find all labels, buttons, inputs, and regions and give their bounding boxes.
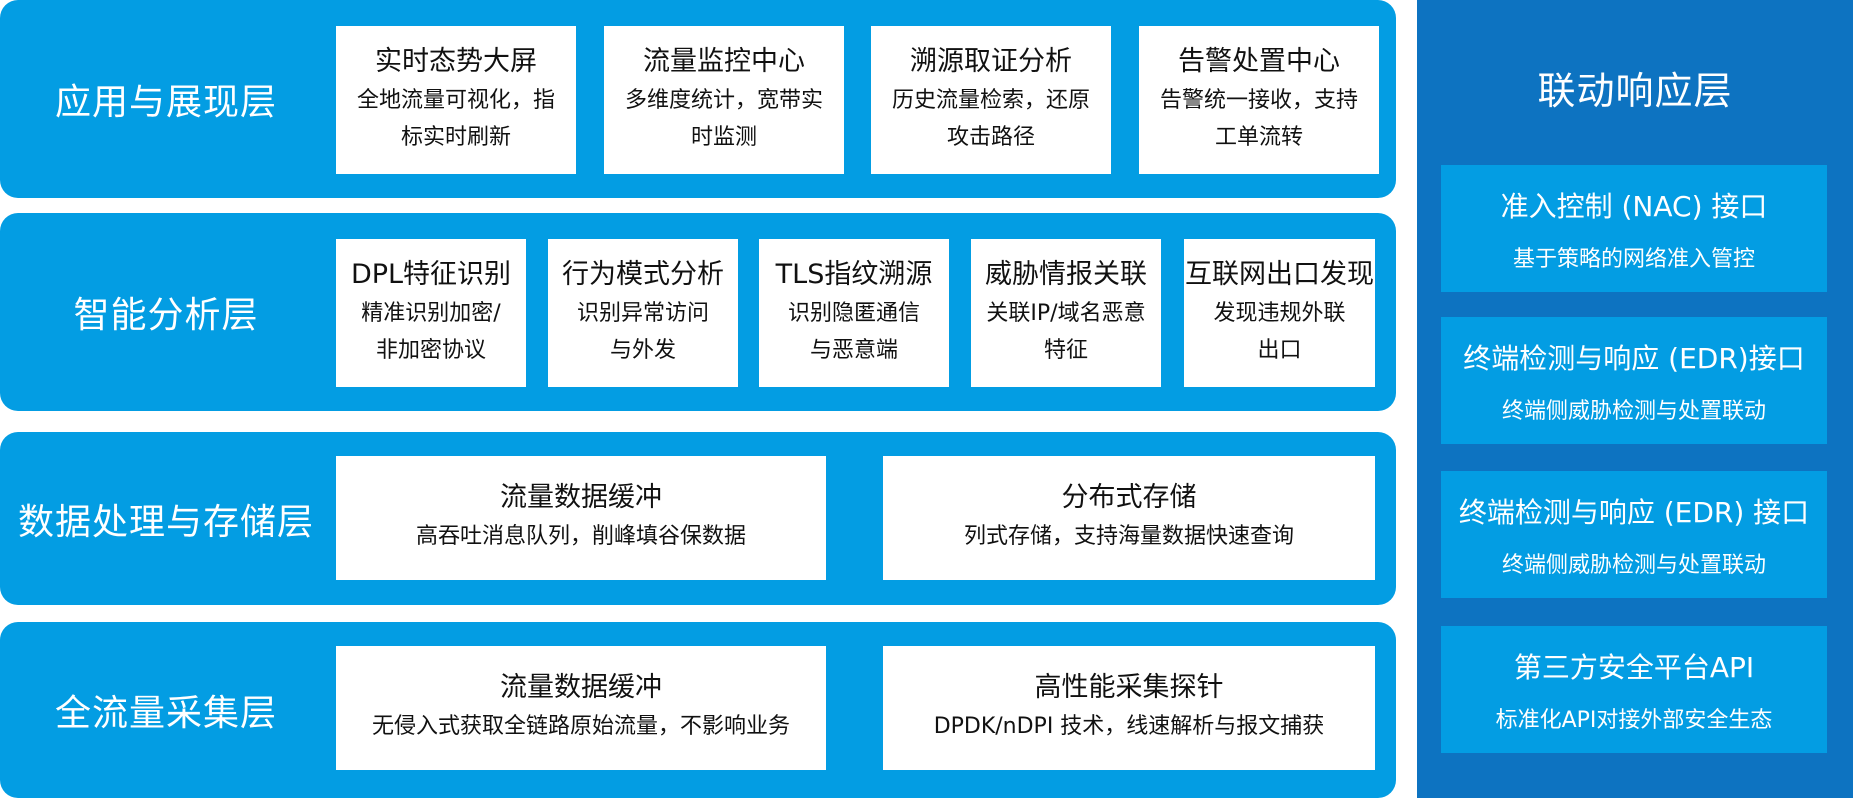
card-distributed-storage: 分布式存储 列式存储，支持海量数据快速查询	[883, 456, 1375, 580]
rcard-desc: 终端侧威胁检测与处置联动	[1501, 552, 1766, 578]
card-desc: 关联IP/域名恶意特征	[986, 301, 1146, 363]
rcard-desc: 基于策略的网络准入管控	[1512, 246, 1755, 272]
card-title: 高性能采集探针	[1034, 672, 1224, 704]
response-panel: 联动响应层 准入控制 (NAC) 接口 基于策略的网络准入管控 终端检测与响应 …	[1417, 0, 1853, 798]
layer-title: 应用与展现层	[54, 82, 277, 123]
third-party-api-card: 第三方安全平台API 标准化API对接外部安全生态	[1441, 626, 1827, 753]
card-alert-center: 告警处置中心 告警统一接收，支持工单流转	[1139, 26, 1379, 174]
edr-interface-card-2: 终端检测与响应 (EDR) 接口 终端侧威胁检测与处置联动	[1441, 471, 1827, 598]
card-title: TLS指纹溯源	[775, 259, 933, 291]
card-traffic-monitor: 流量监控中心 多维度统计，宽带实时监测	[604, 26, 844, 174]
card-desc: 识别异常访问与外发	[576, 301, 709, 363]
card-data-buffer: 流量数据缓冲 高吞吐消息队列，削峰填谷保数据	[336, 456, 826, 580]
card-title: 溯源取证分析	[910, 46, 1072, 78]
card-title: 实时态势大屏	[375, 46, 537, 78]
edr-interface-card: 终端检测与响应 (EDR)接口 终端侧威胁检测与处置联动	[1441, 317, 1827, 444]
card-desc: 多维度统计，宽带实时监测	[624, 88, 823, 150]
card-tls-fingerprint: TLS指纹溯源 识别隐匿通信与恶意端	[759, 239, 949, 387]
card-title: 行为模式分析	[562, 259, 724, 291]
rcard-title: 终端检测与响应 (EDR)接口	[1463, 341, 1805, 375]
nac-interface-card: 准入控制 (NAC) 接口 基于策略的网络准入管控	[1441, 165, 1827, 292]
card-title: 流量数据缓冲	[500, 482, 662, 514]
rcard-title: 终端检测与响应 (EDR) 接口	[1458, 495, 1810, 529]
card-desc: 识别隐匿通信与恶意端	[787, 301, 920, 363]
rcard-title: 第三方安全平台API	[1513, 650, 1755, 684]
response-title: 联动响应层	[1537, 69, 1733, 113]
card-desc: 无侵入式获取全链路原始流量，不影响业务	[371, 714, 790, 740]
card-behavior-analysis: 行为模式分析 识别异常访问与外发	[548, 239, 738, 387]
card-realtime-dashboard: 实时态势大屏 全地流量可视化，指标实时刷新	[336, 26, 576, 174]
rcard-desc: 终端侧威胁检测与处置联动	[1501, 398, 1766, 424]
card-title: 互联网出口发现	[1185, 259, 1374, 291]
card-dpl-recognition: DPL特征识别 精准识别加密/非加密协议	[336, 239, 526, 387]
card-desc: 告警统一接收，支持工单流转	[1159, 88, 1358, 150]
card-traffic-buffer: 流量数据缓冲 无侵入式获取全链路原始流量，不影响业务	[336, 646, 826, 770]
card-desc: 发现违规外联出口	[1213, 301, 1346, 363]
card-title: 威胁情报关联	[985, 259, 1147, 291]
card-capture-probe: 高性能采集探针 DPDK/nDPI 技术，线速解析与报文捕获	[883, 646, 1375, 770]
layer-analysis: 智能分析层 DPL特征识别 精准识别加密/非加密协议 行为模式分析 识别异常访问…	[0, 213, 1396, 411]
card-desc: DPDK/nDPI 技术，线速解析与报文捕获	[933, 714, 1325, 740]
card-desc: 高吞吐消息队列，削峰填谷保数据	[415, 524, 746, 550]
layer-title: 智能分析层	[73, 295, 259, 336]
layer-title: 全流量采集层	[54, 693, 277, 734]
card-threat-intel: 威胁情报关联 关联IP/域名恶意特征	[971, 239, 1161, 387]
card-forensics: 溯源取证分析 历史流量检索，还原攻击路径	[871, 26, 1111, 174]
card-title: 流量数据缓冲	[500, 672, 662, 704]
card-title: 分布式存储	[1061, 482, 1197, 514]
layer-title: 数据处理与存储层	[17, 501, 314, 543]
layer-application: 应用与展现层 实时态势大屏 全地流量可视化，指标实时刷新 流量监控中心 多维度统…	[0, 0, 1396, 198]
card-desc: 列式存储，支持海量数据快速查询	[963, 524, 1294, 550]
layer-storage: 数据处理与存储层 流量数据缓冲 高吞吐消息队列，削峰填谷保数据 分布式存储 列式…	[0, 432, 1396, 605]
card-title: 流量监控中心	[643, 46, 805, 78]
card-internet-exit: 互联网出口发现 发现违规外联出口	[1184, 239, 1375, 387]
card-desc: 历史流量检索，还原攻击路径	[891, 88, 1090, 150]
card-desc: 全地流量可视化，指标实时刷新	[356, 88, 555, 150]
card-title: 告警处置中心	[1178, 46, 1340, 78]
layer-collection: 全流量采集层 流量数据缓冲 无侵入式获取全链路原始流量，不影响业务 高性能采集探…	[0, 622, 1396, 798]
card-title: DPL特征识别	[350, 259, 512, 291]
rcard-title: 准入控制 (NAC) 接口	[1500, 189, 1768, 223]
rcard-desc: 标准化API对接外部安全生态	[1495, 707, 1773, 733]
card-desc: 精准识别加密/非加密协议	[361, 301, 501, 363]
